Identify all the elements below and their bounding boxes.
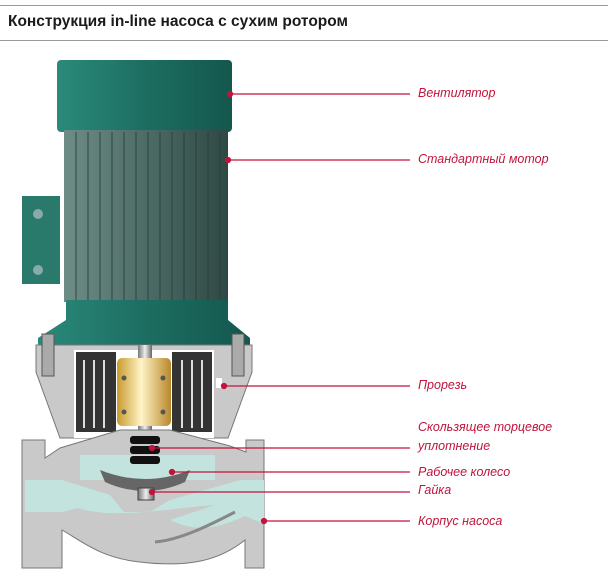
coupling	[117, 358, 171, 426]
label-nut: Гайка	[418, 483, 452, 497]
motor-flange	[38, 300, 250, 350]
motor-body	[64, 130, 228, 302]
label-seal-line2: уплотнение	[418, 439, 491, 453]
label-housing: Корпус насоса	[418, 514, 503, 528]
label-motor: Стандартный мотор	[418, 152, 549, 166]
fan-cover	[57, 60, 232, 132]
label-slot: Прорезь	[418, 378, 468, 392]
impeller	[100, 470, 190, 491]
label-fan: Вентилятор	[418, 86, 496, 100]
leader-lines	[148, 90, 410, 525]
page-title: Конструкция in-line насоса с сухим ротор…	[8, 13, 348, 30]
label-impeller: Рабочее колесо	[418, 465, 511, 479]
title-rule	[0, 40, 608, 41]
mechanical-seal	[130, 436, 160, 464]
terminal-box	[22, 196, 60, 284]
slot	[216, 378, 222, 388]
top-rule	[0, 5, 608, 6]
label-seal-line1: Скользящее торцевое	[418, 420, 553, 434]
